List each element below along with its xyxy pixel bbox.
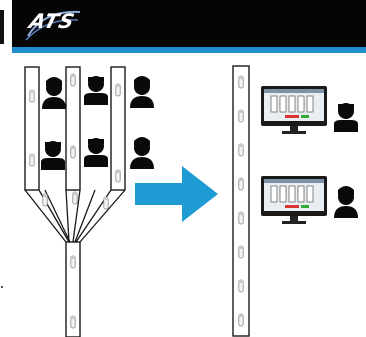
test-tube-icon — [29, 89, 35, 103]
test-tube-icon — [70, 315, 76, 329]
test-tube-icon — [29, 153, 35, 167]
edge-mark — [1, 286, 3, 288]
header-stripe — [12, 47, 366, 53]
person-icon — [41, 141, 65, 170]
person-icon — [130, 76, 154, 108]
test-tube-icon — [238, 109, 244, 123]
test-tube-icon — [115, 83, 121, 97]
person-icon — [334, 103, 358, 132]
right-conveyor — [232, 65, 250, 337]
test-tube-icon — [238, 313, 244, 327]
test-tube-icon — [238, 211, 244, 225]
workstation-2 — [260, 175, 358, 225]
left-conveyor-2 — [65, 66, 81, 191]
person-icon — [84, 76, 108, 105]
person-icon — [42, 77, 66, 109]
person-icon — [334, 186, 358, 218]
test-tube-icon — [70, 255, 76, 269]
test-tube-icon — [238, 75, 244, 89]
left-conveyor-1 — [24, 66, 40, 191]
test-tube-icon — [238, 279, 244, 293]
monitor-icon — [260, 175, 328, 225]
test-tube-icon — [70, 145, 76, 159]
test-tube-icon — [238, 245, 244, 259]
test-tube-icon — [103, 196, 109, 210]
left-conveyor-3 — [110, 66, 126, 191]
tubes-right — [238, 75, 244, 327]
workstation-1 — [260, 85, 358, 135]
person-icon — [130, 137, 154, 169]
logo-swoosh-icon — [25, 10, 81, 41]
edge-bar — [0, 10, 4, 44]
merged-conveyor — [65, 241, 81, 337]
person-icon — [84, 138, 108, 167]
test-tube-icon — [42, 193, 48, 207]
arrow-right-icon — [135, 166, 218, 222]
operators-left — [41, 76, 154, 170]
monitor-icon — [260, 85, 328, 135]
test-tube-icon — [238, 143, 244, 157]
test-tube-icon — [72, 191, 78, 205]
test-tube-icon — [238, 177, 244, 191]
test-tube-icon — [70, 73, 76, 87]
tubes-left — [29, 73, 121, 329]
test-tube-icon — [115, 169, 121, 183]
header-bar — [12, 0, 366, 47]
